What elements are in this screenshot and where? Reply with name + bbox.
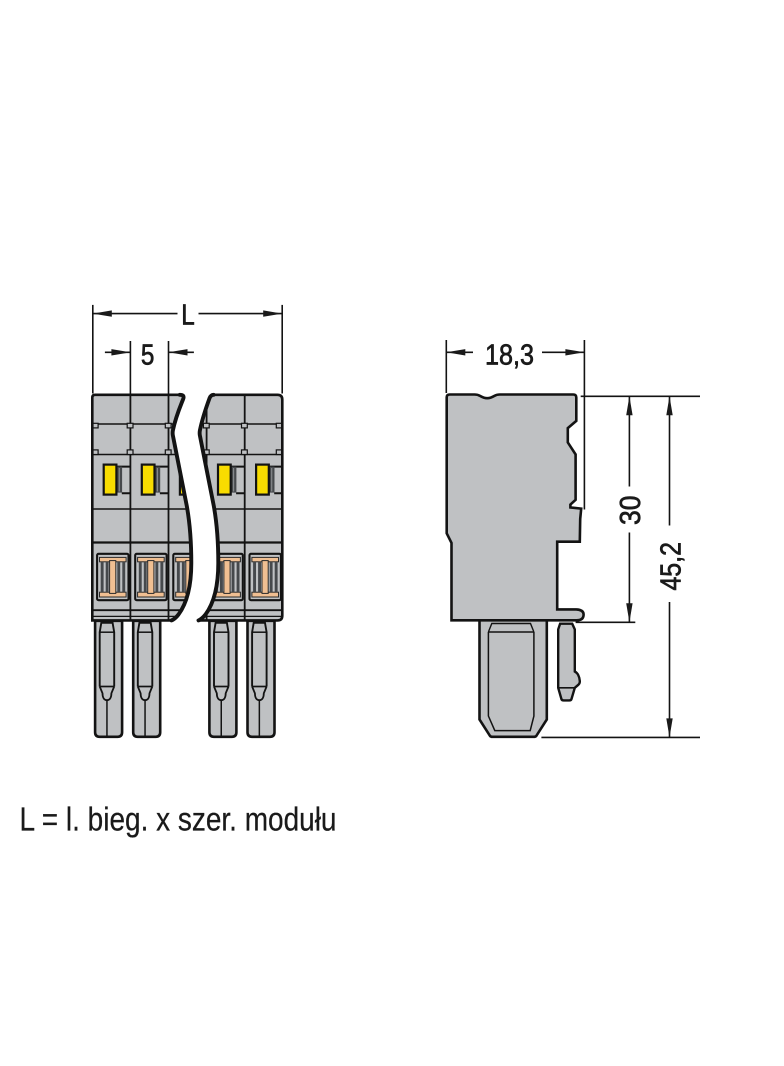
svg-text:18,3: 18,3 bbox=[485, 340, 534, 372]
svg-text:L: L bbox=[181, 300, 195, 332]
svg-text:5: 5 bbox=[141, 340, 155, 372]
svg-text:30: 30 bbox=[615, 495, 647, 525]
svg-text:L = l. bieg. x szer. modułu: L = l. bieg. x szer. modułu bbox=[20, 801, 337, 838]
svg-text:45,2: 45,2 bbox=[655, 542, 687, 591]
